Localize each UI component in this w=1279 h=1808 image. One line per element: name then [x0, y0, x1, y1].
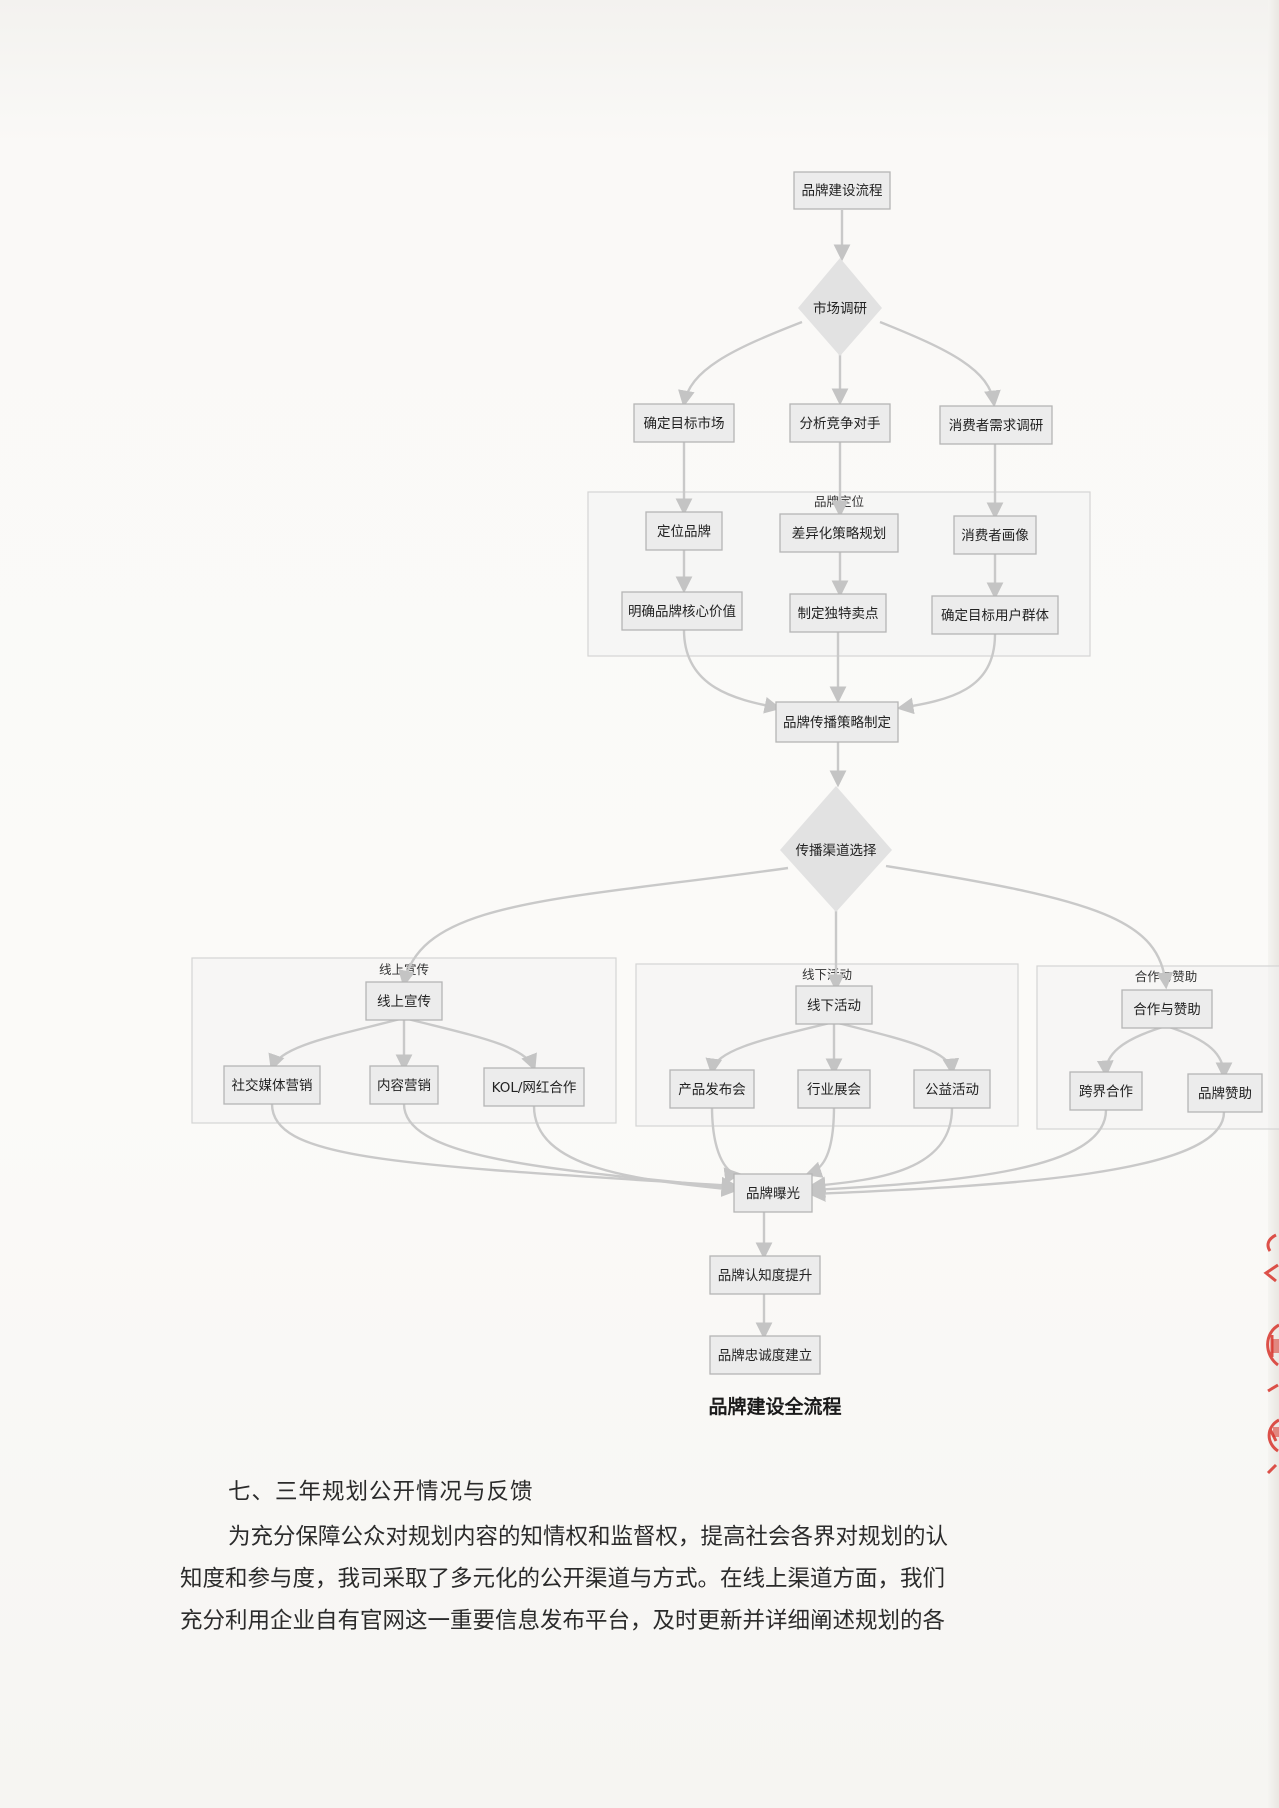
edge-expo-to-exposure	[804, 1105, 836, 1178]
edge-partnership-to-crossover	[1096, 1024, 1167, 1078]
edge-offline-to-charity	[833, 1020, 960, 1076]
body-line-3: 充分利用企业自有官网这一重要信息发布平台，及时更新并详细阐述规划的各	[180, 1608, 946, 1634]
edge-kol-to-exposure	[532, 1105, 739, 1197]
edge-online-to-social	[268, 1016, 405, 1072]
node-social-media: 社交媒体营销	[223, 1065, 321, 1105]
offline-group-label: 线下活动	[802, 967, 852, 982]
node-exposure: 品牌曝光	[733, 1173, 813, 1213]
node-awareness: 品牌认知度提升	[709, 1255, 821, 1295]
svg-text:分析竞争对手: 分析竞争对手	[800, 415, 881, 432]
node-trade-show: 行业展会	[797, 1069, 871, 1109]
svg-text:品牌认知度提升: 品牌认知度提升	[718, 1267, 813, 1284]
market-research-label: 市场调研	[813, 300, 867, 317]
node-offline: 线下活动	[795, 985, 873, 1025]
node-charity: 公益活动	[913, 1069, 991, 1109]
node-target-users: 确定目标用户群体	[931, 595, 1059, 635]
svg-text:定位品牌: 定位品牌	[657, 523, 711, 540]
svg-text:内容营销: 内容营销	[377, 1077, 431, 1094]
edge-sponsor-to-exposure	[808, 1111, 1226, 1202]
svg-text:合作与赞助: 合作与赞助	[1133, 1002, 1201, 1018]
node-sponsorship: 品牌赞助	[1187, 1073, 1263, 1113]
svg-text:社交媒体营销: 社交媒体营销	[232, 1077, 313, 1094]
node-content-marketing: 内容营销	[369, 1065, 439, 1105]
page-edge-shadow	[1268, 0, 1279, 1808]
edge-users-to-strategy	[896, 633, 997, 715]
svg-text:消费者需求调研: 消费者需求调研	[949, 418, 1044, 434]
red-seal-stamp	[1263, 1233, 1279, 1475]
start-label: 品牌建设流程	[802, 182, 883, 199]
svg-text:公益活动: 公益活动	[925, 1082, 979, 1098]
market-research-diamond	[798, 258, 882, 356]
edge-channel-to-online	[398, 866, 789, 988]
node-kol: KOL/网红合作	[483, 1067, 585, 1107]
node-differentiation: 差异化策略规划	[779, 513, 899, 553]
edge-value-to-strategy	[682, 629, 782, 714]
edge-online-to-kol	[403, 1016, 537, 1072]
edge-channel-to-partnership	[885, 864, 1174, 990]
channel-choice-diamond	[780, 786, 892, 912]
node-start: 品牌建设流程	[793, 171, 891, 210]
svg-text:KOL/网红合作: KOL/网红合作	[492, 1080, 577, 1096]
edge-research-to-consumer	[879, 320, 1001, 408]
svg-text:品牌曝光: 品牌曝光	[746, 1185, 800, 1202]
svg-text:品牌赞助: 品牌赞助	[1198, 1085, 1252, 1102]
node-online: 线上宣传	[365, 981, 443, 1021]
online-group-label: 线上宣传	[379, 962, 429, 977]
caption-text: 品牌建设全流程	[708, 1396, 842, 1418]
body-line-1: 为充分保障公众对规划内容的知情权和监督权，提高社会各界对规划的认	[228, 1524, 949, 1550]
node-consumer-research: 消费者需求调研	[939, 405, 1053, 445]
edge-social-to-exposure	[270, 1103, 739, 1194]
node-competitor-analysis: 分析竞争对手	[789, 403, 891, 443]
edge-partnership-to-sponsor	[1165, 1024, 1233, 1080]
edge-crossover-to-exposure	[808, 1109, 1108, 1198]
edge-charity-to-exposure	[808, 1107, 954, 1194]
body-line-2: 知度和参与度，我司采取了多元化的公开渠道与方式。在线上渠道方面，我们	[180, 1566, 946, 1592]
svg-text:制定独特卖点: 制定独特卖点	[798, 606, 879, 622]
node-target-market: 确定目标市场	[633, 403, 735, 443]
node-comm-strategy: 品牌传播策略制定	[775, 701, 899, 743]
node-position-brand: 定位品牌	[645, 511, 723, 551]
section-heading: 七、三年规划公开情况与反馈	[228, 1479, 534, 1505]
svg-text:跨界合作: 跨界合作	[1079, 1084, 1133, 1100]
channel-choice-label: 传播渠道选择	[796, 843, 877, 859]
figure-caption: 品牌建设全流程	[0, 1392, 1279, 1419]
brand-building-flowchart: 品牌定位 线上宣传 线下活动 合作与赞助	[191, 171, 1279, 1375]
flow-edges	[268, 210, 1233, 1340]
body-paragraph: 为充分保障公众对规划内容的知情权和监督权，提高社会各界对规划的认 知度和参与度，…	[180, 1516, 1070, 1642]
svg-text:线上宣传: 线上宣传	[377, 994, 431, 1010]
edge-offline-to-launch	[705, 1020, 835, 1076]
node-loyalty: 品牌忠诚度建立	[709, 1335, 821, 1375]
svg-text:明确品牌核心价值: 明确品牌核心价值	[628, 603, 736, 620]
node-usp: 制定独特卖点	[789, 593, 887, 633]
svg-text:品牌传播策略制定: 品牌传播策略制定	[783, 714, 891, 731]
svg-text:行业展会: 行业展会	[807, 1082, 861, 1098]
edge-research-to-target-market	[678, 320, 803, 408]
svg-text:确定目标用户群体: 确定目标用户群体	[941, 607, 1049, 624]
svg-text:消费者画像: 消费者画像	[961, 528, 1029, 544]
svg-text:差异化策略规划: 差异化策略规划	[792, 525, 887, 542]
svg-text:确定目标市场: 确定目标市场	[644, 415, 725, 432]
node-core-value: 明确品牌核心价值	[621, 591, 743, 631]
node-consumer-persona: 消费者画像	[953, 515, 1037, 555]
node-partnership: 合作与赞助	[1121, 989, 1213, 1029]
node-product-launch: 产品发布会	[669, 1069, 755, 1109]
svg-text:产品发布会: 产品发布会	[678, 1082, 746, 1098]
node-crossover: 跨界合作	[1069, 1071, 1143, 1111]
svg-text:线下活动: 线下活动	[807, 998, 861, 1014]
svg-text:品牌忠诚度建立: 品牌忠诚度建立	[718, 1347, 813, 1364]
